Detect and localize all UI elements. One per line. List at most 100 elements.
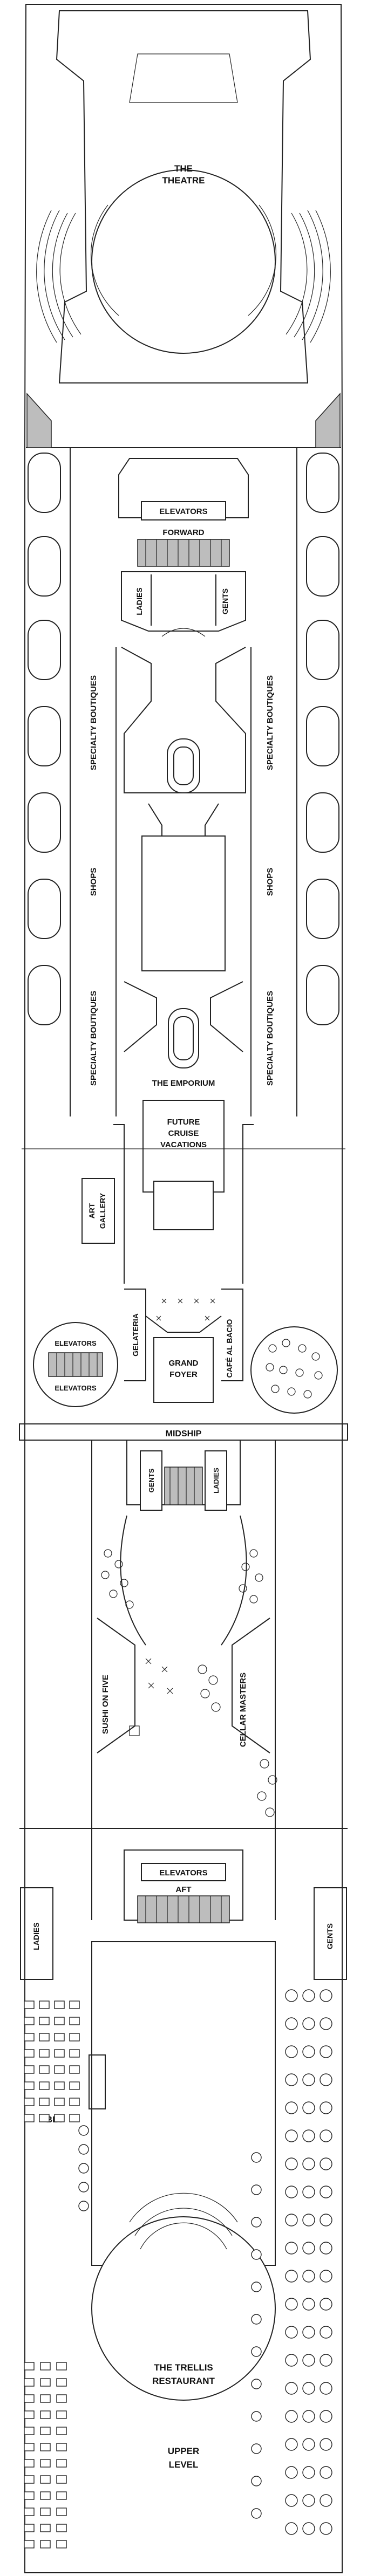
booth-table <box>24 2524 35 2532</box>
booth-table <box>54 2049 65 2058</box>
dining-table <box>320 2129 332 2142</box>
dining-table <box>251 2314 262 2325</box>
booth-table <box>56 2508 67 2516</box>
booth-table <box>24 2114 35 2122</box>
future-cruise-area <box>113 1100 254 1284</box>
trellis-restaurant <box>89 1941 276 2401</box>
dining-table <box>320 2494 332 2507</box>
forward-label: FORWARD <box>162 528 204 537</box>
booth-table <box>39 2065 50 2074</box>
booth-table <box>56 2427 67 2435</box>
booth-table <box>56 2524 67 2532</box>
booth-table <box>69 2017 80 2025</box>
dining-table <box>251 2508 262 2519</box>
shops-right-label: SHOPS <box>266 868 275 896</box>
dining-table <box>320 2438 332 2451</box>
dining-table <box>302 2466 315 2479</box>
booth-table <box>39 2033 50 2041</box>
booth-table <box>54 2081 65 2090</box>
booth-table <box>56 2394 67 2403</box>
booth-table <box>69 2049 80 2058</box>
upper-level-label-2: LEVEL <box>169 2459 199 2470</box>
dining-table <box>251 2379 262 2389</box>
dining-table <box>285 2326 298 2339</box>
dining-table <box>285 2242 298 2255</box>
booth-table <box>54 2098 65 2106</box>
elevator-bank-midship <box>33 1322 118 1407</box>
dining-table <box>78 2163 89 2174</box>
theatre-label: THE <box>174 163 193 174</box>
dining-table <box>285 2354 298 2367</box>
booth-table <box>24 2394 35 2403</box>
dining-table <box>302 2326 315 2339</box>
dining-table <box>320 2466 332 2479</box>
booth-table <box>24 2427 35 2435</box>
dining-table <box>320 2522 332 2535</box>
booth-table <box>54 2065 65 2074</box>
gents-forward-label: GENTS <box>221 588 229 614</box>
dining-table <box>302 2017 315 2030</box>
dining-table <box>320 2298 332 2311</box>
booth-table <box>40 2362 51 2371</box>
dining-table <box>78 2144 89 2155</box>
booth-table <box>24 2459 35 2468</box>
emporium-label: THE EMPORIUM <box>152 1079 215 1088</box>
booth-table <box>69 2081 80 2090</box>
dining-table <box>251 2443 262 2454</box>
booth-table <box>24 2378 35 2387</box>
dining-table <box>285 2438 298 2451</box>
booth-table <box>24 2033 35 2041</box>
ladies-midship-label: LADIES <box>212 1468 220 1493</box>
dining-table <box>320 2354 332 2367</box>
trellis-label-1: THE TRELLIS <box>154 2362 213 2373</box>
grand-foyer-area <box>124 1289 243 1403</box>
booth-table <box>69 2033 80 2041</box>
dining-table <box>302 2354 315 2367</box>
dining-table <box>302 2129 315 2142</box>
theatre-label-2: THEATRE <box>162 175 205 186</box>
specialty-boutiques-right-2: SPECIALTY BOUTIQUES <box>266 991 275 1086</box>
art-gallery-label-2: GALLERY <box>98 1193 107 1229</box>
gelateria-label: GELATERIA <box>131 1313 140 1356</box>
booth-table <box>54 2000 65 2009</box>
forward-elevators <box>118 458 249 567</box>
sushi-on-five-label: SUSHI ON FIVE <box>101 1675 110 1734</box>
dining-table <box>285 2382 298 2395</box>
dining-table <box>302 2186 315 2198</box>
gents-midship-label: GENTS <box>147 1468 155 1492</box>
booth-table <box>40 2524 51 2532</box>
booth-table <box>39 2017 50 2025</box>
booth-table <box>54 2017 65 2025</box>
gents-aft-label: GENTS <box>325 1923 334 1949</box>
midship-seating <box>101 1549 277 1817</box>
dining-table <box>320 1989 332 2002</box>
dining-table <box>251 2249 262 2260</box>
dining-table <box>285 2129 298 2142</box>
elevators-bank-label-1: ELEVATORS <box>55 1339 97 1347</box>
dining-table <box>302 2101 315 2114</box>
dining-table <box>285 1989 298 2002</box>
dining-table <box>251 2282 262 2292</box>
booth-table <box>54 2114 65 2122</box>
dining-tables-right <box>251 1989 332 2535</box>
dining-table <box>302 2410 315 2423</box>
dining-table <box>320 2186 332 2198</box>
aft-gents-room <box>314 1887 347 1980</box>
dining-table <box>302 2438 315 2451</box>
dining-table <box>320 2270 332 2283</box>
booth-table <box>69 2114 80 2122</box>
booth-table <box>56 2378 67 2387</box>
specialty-boutiques-right-1: SPECIALTY BOUTIQUES <box>266 675 275 770</box>
shops-left-label: SHOPS <box>89 868 98 896</box>
booth-table <box>40 2540 51 2548</box>
cellar-masters-label: CELLAR MASTERS <box>239 1673 248 1747</box>
grand-foyer-label-2: FOYER <box>169 1370 198 1379</box>
dining-table <box>302 2494 315 2507</box>
booth-table <box>24 2065 35 2074</box>
booth-table <box>40 2378 51 2387</box>
dining-table <box>251 2346 262 2357</box>
dining-table <box>285 2522 298 2535</box>
windows-left <box>28 453 61 1025</box>
booth-table <box>39 2049 50 2058</box>
midship-area <box>19 1423 348 1920</box>
